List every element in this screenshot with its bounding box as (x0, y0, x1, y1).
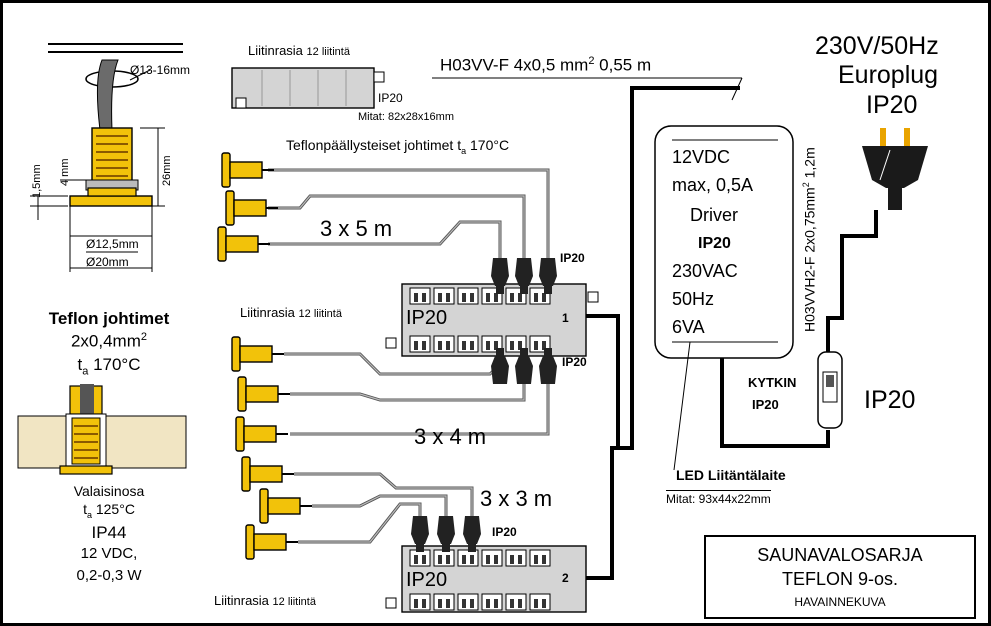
dim-thread-height: 4 mm (59, 158, 71, 187)
lamp-ip: IP44 (91, 523, 127, 542)
junction-top-dims: Mitat: 82x28x16mm (358, 111, 454, 123)
switch-ip: IP20 (752, 397, 779, 412)
junction-top-ip: IP20 (378, 91, 403, 105)
power-voltage: 230V/50Hz (815, 32, 939, 60)
lamp-power: 0,2-0,3 W (76, 567, 142, 584)
driver-dims: Mitat: 93x44x22mm (666, 490, 771, 506)
title-note: HAVAINNEKUVA (794, 595, 886, 609)
box2-title: Liitinrasia 12 liitintä (214, 593, 316, 608)
box1-title: Liitinrasia 12 liitintä (240, 305, 342, 320)
group-1-label: 3 x 5 m (320, 216, 393, 241)
driver-input-voltage: 230VAC (672, 261, 738, 281)
dim-inner-diameter: Ø12,5mm (86, 237, 139, 251)
driver-name: LED Liitäntälaite (676, 467, 786, 483)
title-main: SAUNAVALOSARJA (757, 545, 923, 565)
driver-output-voltage: 12VDC (672, 147, 731, 167)
wire-note: Teflonpäällysteiset johtimet ta 170°C (286, 137, 510, 156)
box2-ip-top: IP20 (492, 525, 517, 539)
switch-ip-large: IP20 (864, 386, 916, 414)
dim-total-height: 26mm (161, 155, 173, 186)
driver-cable-label: H03VV-F 4x0,5 mm2 0,55 m (440, 55, 652, 75)
dim-hole: Ø13-16mm (130, 63, 191, 77)
teflon-title: Teflon johtimet (48, 309, 170, 328)
driver-label: Driver (690, 205, 738, 225)
lamp-name: Valaisinosa (73, 483, 145, 499)
teflon-temp: ta 170°C (77, 355, 141, 378)
driver-frequency: 50Hz (672, 289, 715, 309)
driver-max-current: max, 0,5A (672, 175, 754, 195)
plug-ip: IP20 (866, 91, 918, 119)
box1-ip-top: IP20 (560, 251, 585, 265)
power-cable-label: H03VVH2-F 2x0,75mm2 1,2m (801, 147, 818, 332)
box1-ip: IP20 (406, 307, 448, 329)
dim-outer-diameter: Ø20mm (86, 255, 129, 269)
dim-flange-height: 1,5mm (31, 164, 43, 198)
teflon-spec: 2x0,4mm2 (70, 331, 148, 351)
title-sub: TEFLON 9-os. (781, 569, 899, 589)
box1-number: 1 (562, 311, 569, 325)
driver-ip: IP20 (698, 235, 731, 252)
lamp-voltage: 12 VDC, (80, 545, 138, 562)
group-3-label: 3 x 3 m (480, 486, 553, 511)
junction-top-title: Liitinrasia 12 liitintä (248, 43, 350, 58)
box2-number: 2 (562, 571, 569, 585)
box2-ip: IP20 (406, 569, 448, 591)
driver-power: 6VA (672, 317, 705, 337)
plug-type: Europlug (838, 61, 939, 89)
box1-ip-bottom: IP20 (562, 355, 587, 369)
lamp-temp: ta 125°C (83, 501, 135, 520)
group-2-label: 3 x 4 m (414, 424, 487, 449)
switch-name: KYTKIN (748, 375, 797, 390)
